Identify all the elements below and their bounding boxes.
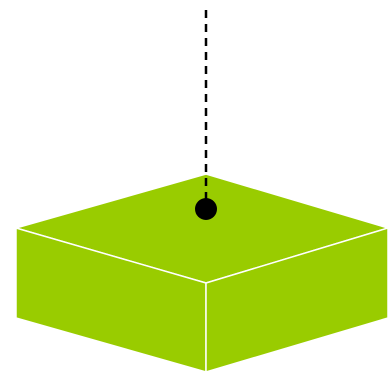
contact-point <box>195 198 217 220</box>
